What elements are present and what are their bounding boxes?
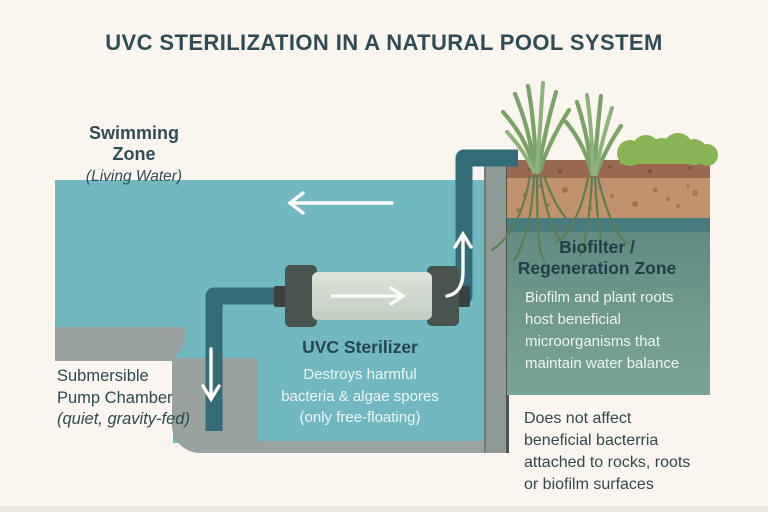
sterilizer-desc-line: (only free-floating) — [299, 409, 421, 426]
sterilizer-desc-line: bacteria & algae spores — [281, 387, 439, 405]
biofilter-title-line: Regeneration Zone — [517, 258, 677, 278]
side-note: Does not affect beneficial bacterria att… — [524, 408, 724, 496]
concrete-ledge — [55, 327, 185, 362]
pump-chamber-title-line: Submersible — [57, 367, 149, 385]
side-note-line: beneficial bacterria — [524, 432, 659, 449]
soil-layer-light — [507, 177, 710, 218]
sterilizer-label: UVC Sterilizer Destroys harmful bacteria… — [260, 337, 460, 429]
biofilter-title-line: Biofilter / — [559, 237, 635, 257]
biofilter-desc-line: Biofilm and plant roots — [525, 289, 674, 306]
biofilter-desc-line: microorganisms that — [525, 333, 661, 350]
page-title: UVC STERILIZATION IN A NATURAL POOL SYST… — [105, 30, 663, 55]
swimming-zone-label: Swimming Zone (Living Water) — [68, 123, 200, 186]
side-note-line: Does not affect — [524, 410, 632, 427]
bottom-edge — [0, 506, 768, 512]
pump-chamber-label: Submersible Pump Chamber (quiet, gravity… — [57, 366, 237, 431]
pump-chamber-subtitle: (quiet, gravity-fed) — [57, 410, 190, 428]
side-note-line: attached to rocks, roots — [524, 454, 691, 471]
side-note-line: or biofilm surfaces — [524, 476, 654, 493]
sterilizer-desc-line: Destroys harmful — [303, 366, 417, 383]
swimming-zone-title: Swimming Zone — [88, 123, 179, 164]
pool-floor — [250, 441, 506, 453]
biofilter-desc-line: host beneficial — [525, 311, 621, 328]
sterilizer-title: UVC Sterilizer — [302, 337, 418, 357]
background-patch — [0, 361, 173, 512]
pump-chamber-title-line: Pump Chamber — [57, 388, 173, 407]
biofilter-label: Biofilter / Regeneration Zone — [497, 237, 697, 279]
biofilter-waterline — [507, 218, 710, 233]
soil-layer-dark — [507, 160, 710, 178]
biofilter-desc-line: maintain water balance — [525, 355, 680, 372]
biofilter-desc: Biofilm and plant roots host beneficial … — [525, 287, 705, 375]
divider-wall — [484, 163, 509, 453]
swimming-zone-subtitle: (Living Water) — [85, 168, 183, 185]
